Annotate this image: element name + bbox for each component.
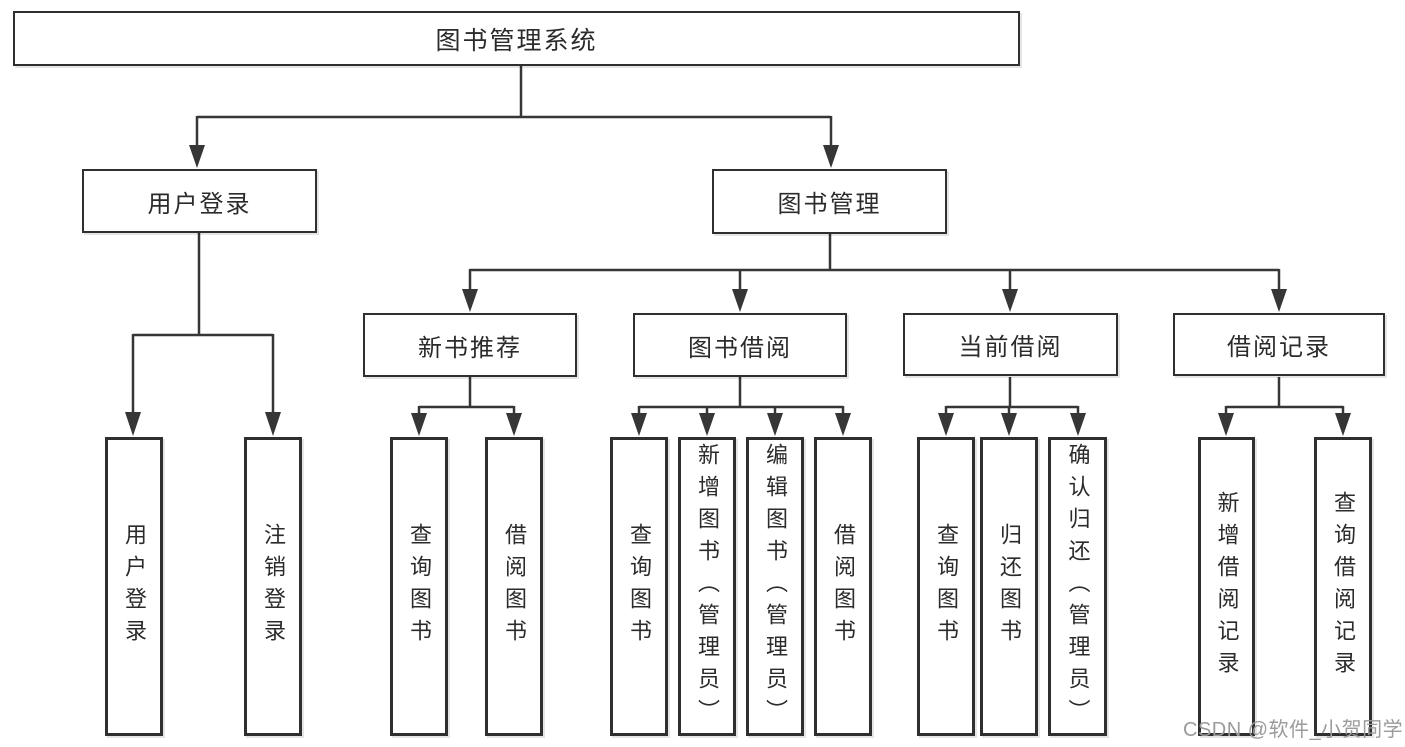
leaf-borrowing-edit-books-admin: 编辑图书（管理员）	[746, 437, 804, 736]
leaf-current-query-books: 查询图书	[917, 437, 975, 736]
node-book-management: 图书管理	[712, 169, 947, 234]
leaf-logout-login: 注销登录	[244, 437, 302, 736]
node-user-login: 用户登录	[82, 169, 317, 233]
node-book-borrowing: 图书借阅	[633, 313, 847, 377]
leaf-records-add-borrow-record: 新增借阅记录	[1198, 437, 1255, 736]
leaf-user-login: 用户登录	[105, 437, 163, 736]
leaf-borrowing-borrow-books: 借阅图书	[814, 437, 872, 736]
leaf-borrowing-add-books-admin: 新增图书（管理员）	[678, 437, 736, 736]
node-new-book-recommend: 新书推荐	[363, 313, 577, 377]
node-library-management-system: 图书管理系统	[13, 11, 1020, 66]
leaf-current-confirm-return-admin: 确认归还（管理员）	[1048, 437, 1107, 736]
leaf-borrowing-query-books: 查询图书	[610, 437, 668, 736]
node-current-borrowing: 当前借阅	[903, 313, 1118, 376]
leaf-records-query-borrow-record: 查询借阅记录	[1314, 437, 1372, 736]
leaf-current-return-books: 归还图书	[980, 437, 1038, 736]
node-borrow-records: 借阅记录	[1173, 313, 1385, 376]
leaf-newbooks-borrow-books: 借阅图书	[485, 437, 543, 736]
csdn-watermark: CSDN @软件_小贺同学	[1183, 719, 1404, 741]
leaf-newbooks-query-books: 查询图书	[390, 437, 448, 736]
